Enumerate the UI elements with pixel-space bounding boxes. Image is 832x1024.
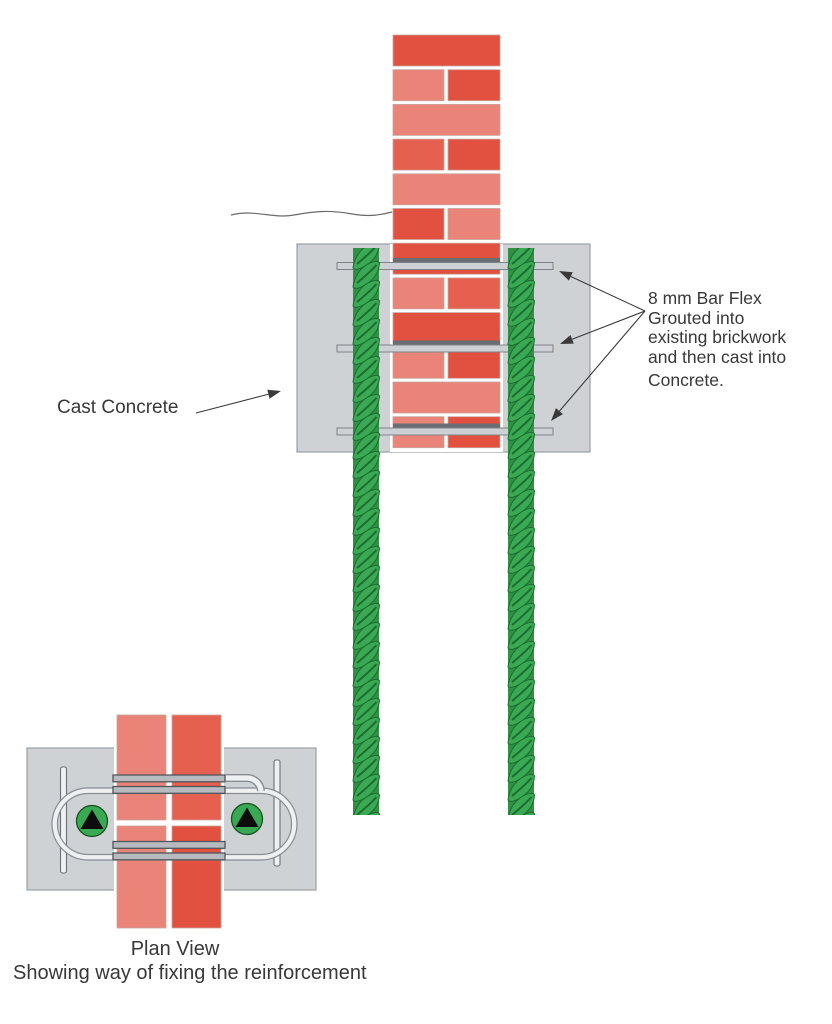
plan-reinforcement-loop — [51, 787, 298, 861]
pile-triangle-icon — [80, 809, 104, 829]
ground-line — [230, 210, 393, 217]
bar-flex-label: 8 mm Bar Flex Grouted into existing bric… — [648, 288, 787, 391]
plan-bar-strands — [112, 774, 226, 861]
pile-triangle-icon — [235, 807, 259, 827]
brick-column — [392, 34, 501, 449]
cast-concrete-label: Cast Concrete — [57, 397, 179, 418]
bar-flex-label-line4: and then cast into — [648, 346, 787, 367]
plan-view-drawing — [26, 714, 317, 929]
bar-flex-label-line5: Concrete. — [648, 370, 724, 390]
leader-arrows — [195, 271, 646, 421]
bar-flex-bar — [336, 427, 554, 436]
bar-flex-bar — [336, 344, 554, 353]
bar-flex-label-line2: Grouted into — [648, 307, 745, 328]
bar-flex-bar — [336, 262, 554, 270]
elevation-view — [230, 34, 591, 815]
helical-pile-left — [352, 248, 381, 815]
helical-pile-right — [507, 248, 536, 815]
plan-view-caption: Showing way of fixing the reinforcement — [13, 962, 367, 984]
bar-flex-label-line3: existing brickwork — [648, 327, 787, 347]
plan-view-title: Plan View — [130, 938, 220, 960]
bar-flex-bars — [336, 258, 554, 436]
plan-cross-pin-right — [273, 759, 281, 867]
plan-cross-pin-left — [59, 766, 68, 874]
bar-flex-label-line1: 8 mm Bar Flex — [648, 288, 762, 308]
